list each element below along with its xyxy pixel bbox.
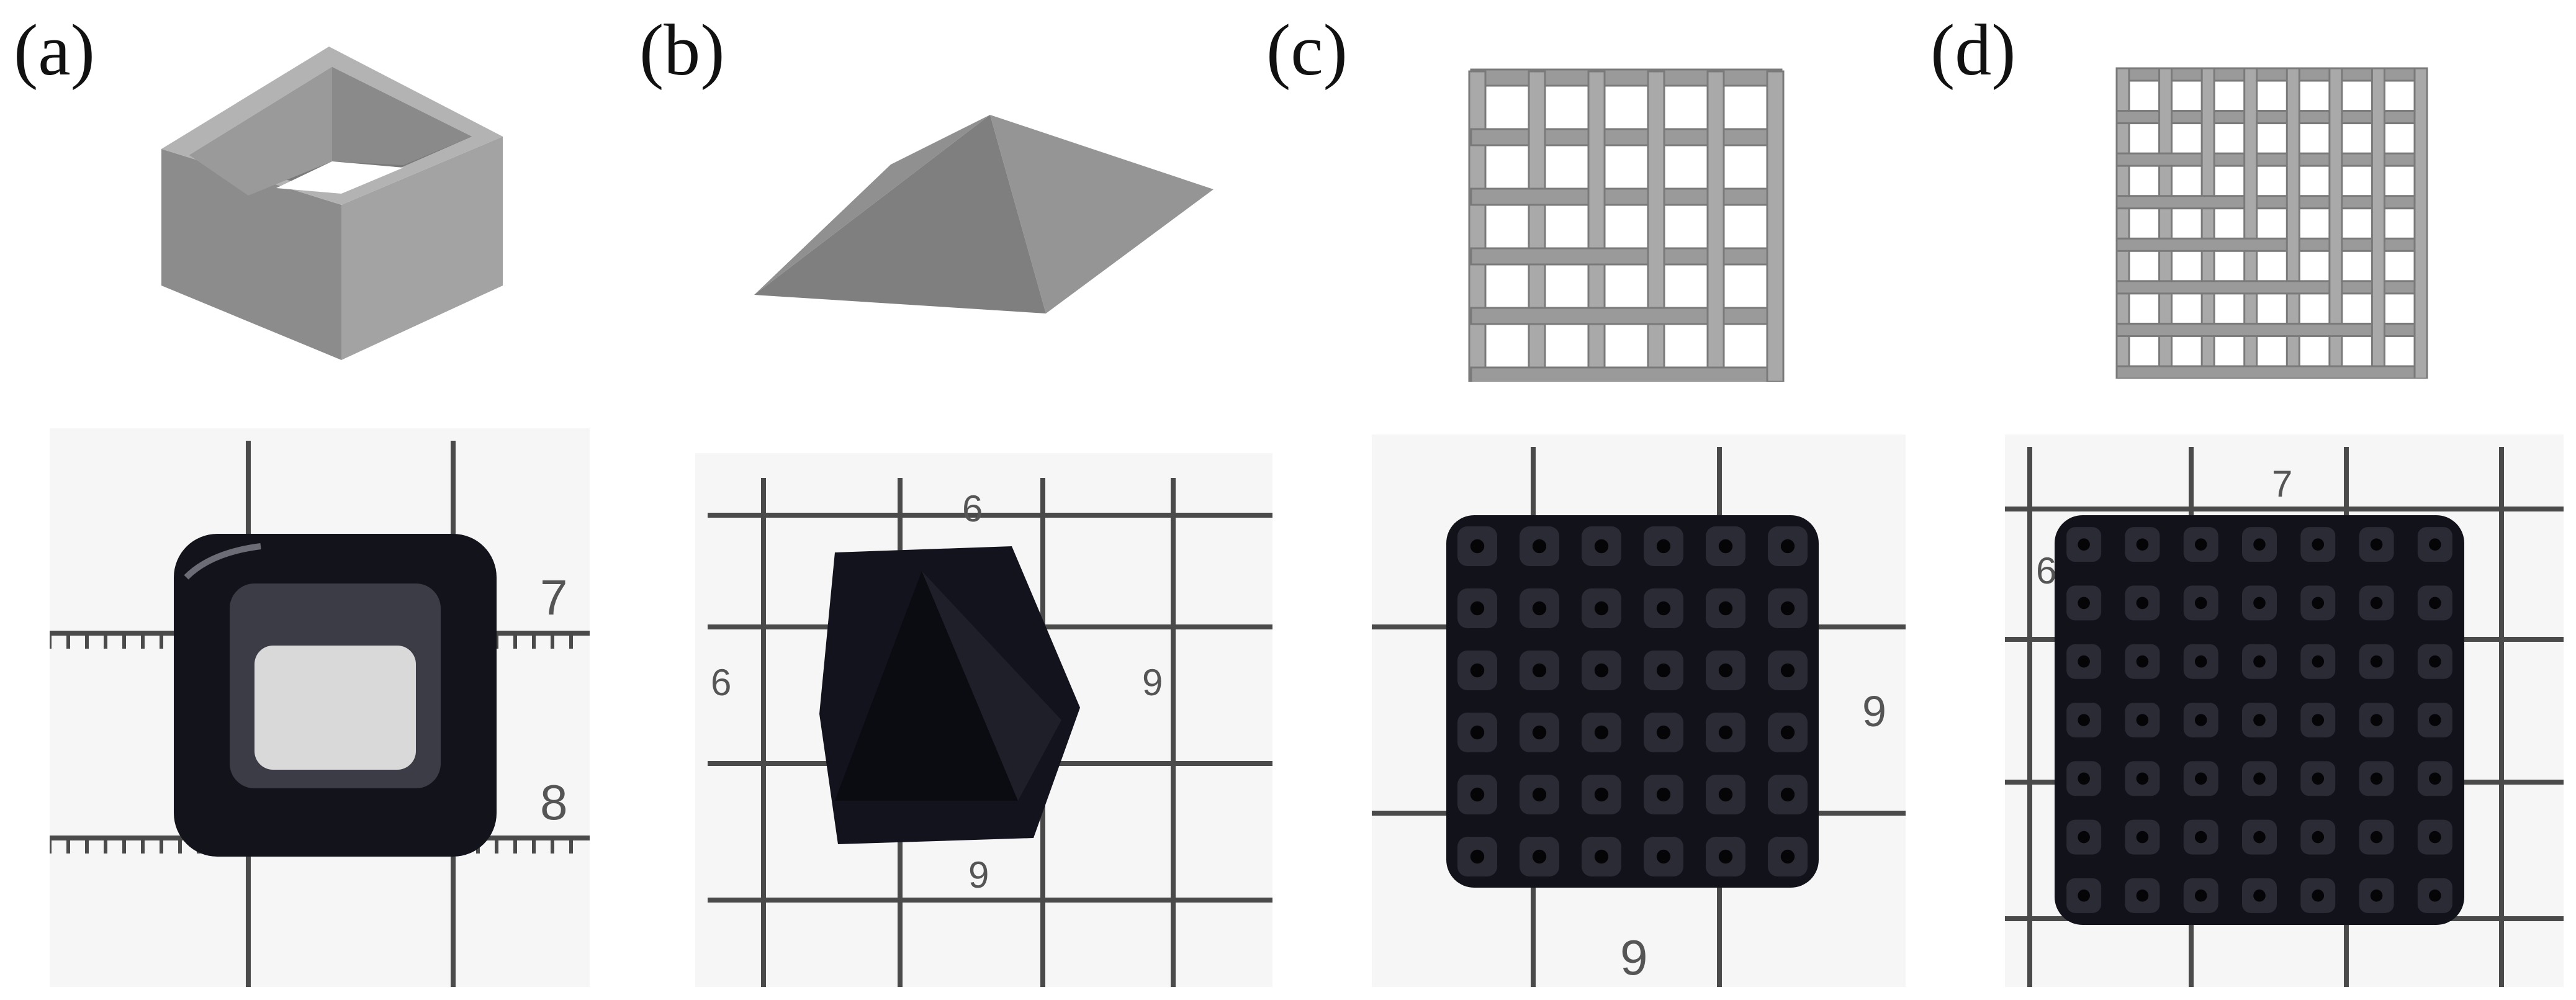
ruler-number: 6	[962, 488, 983, 529]
ruler-number: 9	[1142, 662, 1163, 703]
ruler-number: 9	[1862, 687, 1886, 736]
panel-label-a: (a)	[14, 9, 95, 91]
photo-printed-fine-grid: 7 6	[2005, 435, 2564, 987]
ruler-number: 6	[711, 662, 731, 703]
model-pyramid	[754, 109, 1226, 332]
panel-label-b: (b)	[639, 9, 725, 91]
model-hollow-box	[155, 37, 528, 360]
photo-printed-pyramid: 6 6 9 9	[695, 453, 1272, 987]
panel-label-c: (c)	[1266, 9, 1348, 91]
ruler-number: 8	[540, 775, 568, 830]
ruler-number: 6	[2036, 550, 2056, 592]
model-fine-grid-lattice	[2104, 56, 2439, 379]
ruler-number: 9	[968, 854, 989, 896]
model-grid-lattice	[1459, 59, 1794, 382]
ruler-number: 7	[2272, 463, 2292, 505]
photo-printed-grid: 9 9	[1372, 435, 1906, 987]
ruler-number: 9	[1620, 930, 1648, 985]
photo-printed-box: 7 8	[50, 428, 590, 987]
ruler-number: 7	[540, 570, 568, 625]
panel-label-d: (d)	[1930, 9, 2016, 91]
